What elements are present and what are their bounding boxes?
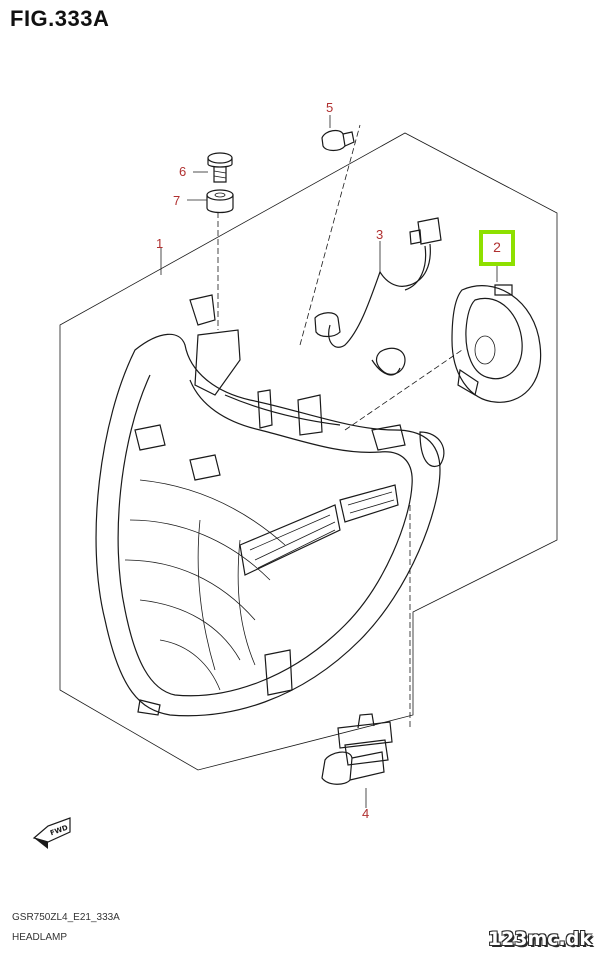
headlamp-housing-icon[interactable] [95,294,445,717]
screw-icon[interactable] [207,152,233,183]
model-code: GSR750ZL4_E21_333A [12,912,120,923]
callout-2: 2 [493,239,501,255]
callout-5[interactable]: 5 [326,100,334,115]
callout-4[interactable]: 4 [362,806,370,821]
figure-title: FIG.333A [10,6,110,31]
callout-7[interactable]: 7 [173,193,181,208]
site-watermark: 123mc.dk [487,928,592,950]
callout-3[interactable]: 3 [376,227,384,242]
callout-6[interactable]: 6 [179,164,187,179]
assembly-boundary [59,132,558,771]
socket-cover-icon[interactable] [451,284,542,403]
fwd-arrow-icon: FWD [32,817,71,849]
assembly-name: HEADLAMP [12,932,68,943]
leader-lines [160,115,498,808]
wiring-harness-icon[interactable] [314,217,442,376]
callout-1[interactable]: 1 [156,236,164,251]
highlighted-part-callout[interactable]: 2 [479,230,515,266]
headlamp-bulb-icon[interactable] [321,713,393,785]
grommet-icon[interactable] [206,189,234,214]
position-bulb-icon[interactable] [321,129,355,152]
